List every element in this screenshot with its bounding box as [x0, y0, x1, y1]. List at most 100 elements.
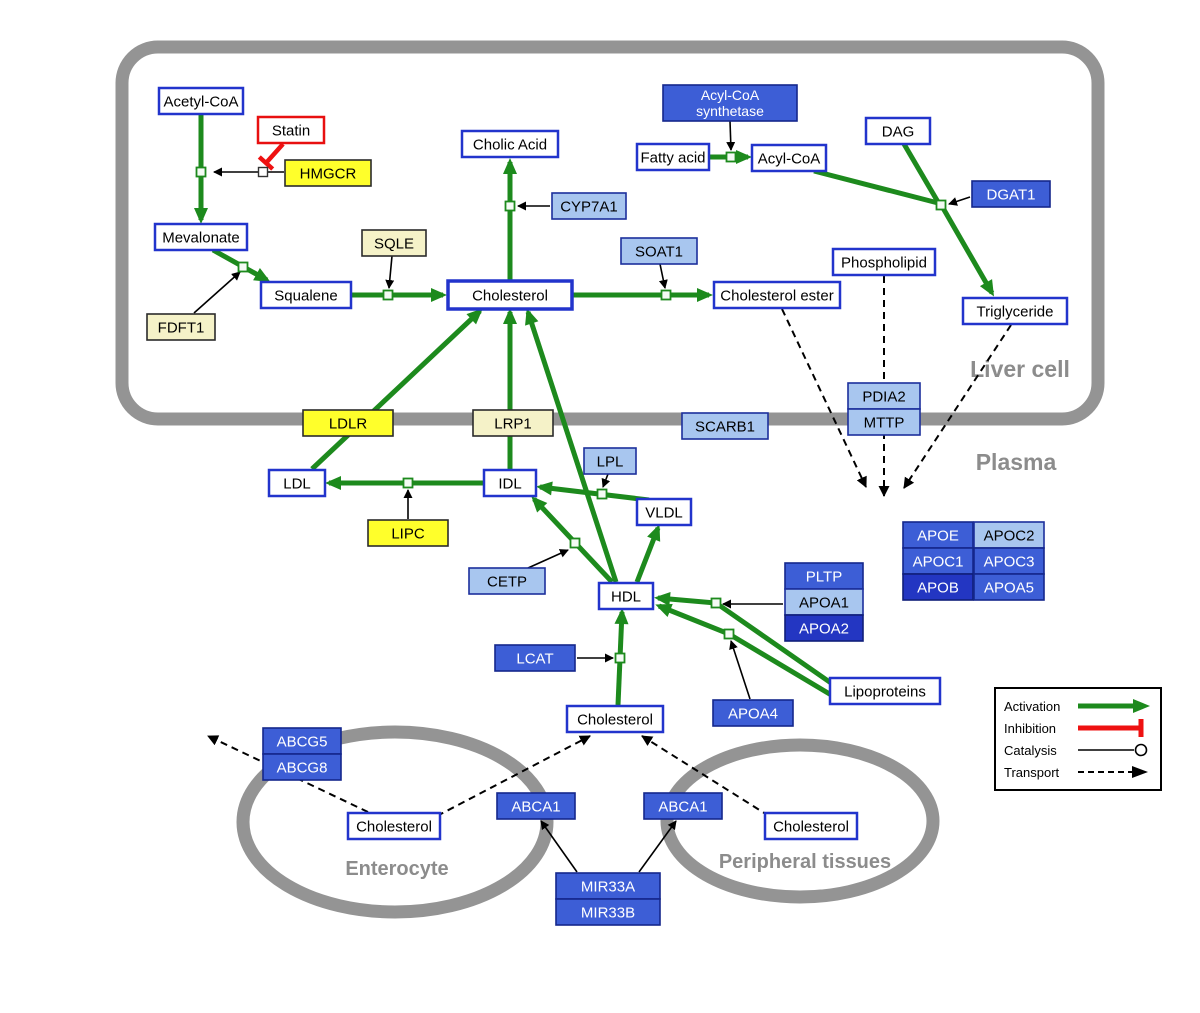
node-apoc1[interactable]: APOC1: [902, 547, 974, 575]
node-vldl[interactable]: VLDL: [635, 497, 693, 527]
node-apoa5-box[interactable]: [973, 573, 1045, 601]
node-mevalonate[interactable]: Mevalonate: [153, 222, 249, 252]
node-apob[interactable]: APOB: [902, 573, 974, 601]
node-statin[interactable]: Statin: [256, 115, 326, 145]
node-cyp7a1-box[interactable]: [551, 192, 627, 220]
node-apoc1-box[interactable]: [902, 547, 974, 575]
node-apoa4-box[interactable]: [712, 699, 794, 727]
node-apoa1[interactable]: APOA1: [784, 588, 864, 616]
node-mir33b[interactable]: MIR33B: [555, 898, 661, 926]
node-idl-box[interactable]: [482, 468, 538, 498]
node-fdft1-box[interactable]: [146, 313, 216, 341]
node-cetp[interactable]: CETP: [468, 567, 546, 595]
node-cholesterol-peripheral-box[interactable]: [763, 811, 859, 841]
node-lipc[interactable]: LIPC: [367, 519, 449, 547]
node-cholesterol-enterocyte-box[interactable]: [346, 811, 442, 841]
node-soat1[interactable]: SOAT1: [620, 237, 698, 265]
node-dag[interactable]: DAG: [864, 116, 932, 146]
node-apoa1-box[interactable]: [784, 588, 864, 616]
node-scarb1-box[interactable]: [681, 412, 769, 440]
node-fatty-acid-box[interactable]: [635, 142, 711, 172]
node-cholesterol-plasma[interactable]: Cholesterol: [565, 704, 665, 734]
node-pdia2[interactable]: PDIA2: [847, 382, 921, 410]
node-cholic-acid-box[interactable]: [460, 129, 560, 159]
node-hmgcr[interactable]: HMGCR: [284, 159, 372, 187]
node-apoa5[interactable]: APOA5: [973, 573, 1045, 601]
node-abca1-enterocyte[interactable]: ABCA1: [496, 792, 576, 820]
node-cholesterol-ester-box[interactable]: [712, 280, 842, 310]
node-triglyceride-box[interactable]: [961, 296, 1069, 326]
node-abca1-enterocyte-box[interactable]: [496, 792, 576, 820]
node-sqle[interactable]: SQLE: [361, 229, 427, 257]
node-abca1-peripheral[interactable]: ABCA1: [643, 792, 723, 820]
node-pdia2-box[interactable]: [847, 382, 921, 410]
node-fatty-acid[interactable]: Fatty acid: [635, 142, 711, 172]
node-apoe-box[interactable]: [902, 521, 974, 549]
node-apoe[interactable]: APOE: [902, 521, 974, 549]
node-apoa2[interactable]: APOA2: [784, 614, 864, 642]
node-acyl-coa-box[interactable]: [750, 143, 828, 173]
node-cetp-box[interactable]: [468, 567, 546, 595]
node-scarb1[interactable]: SCARB1: [681, 412, 769, 440]
node-lipoproteins[interactable]: Lipoproteins: [828, 676, 942, 706]
node-hmgcr-box[interactable]: [284, 159, 372, 187]
node-abcg5-box[interactable]: [262, 727, 342, 755]
node-squalene[interactable]: Squalene: [259, 280, 353, 310]
node-abcg8[interactable]: ABCG8: [262, 753, 342, 781]
node-ldlr-box[interactable]: [302, 409, 394, 437]
node-phospholipid[interactable]: Phospholipid: [831, 247, 937, 277]
node-lipc-box[interactable]: [367, 519, 449, 547]
node-lcat-box[interactable]: [494, 644, 576, 672]
node-fdft1[interactable]: FDFT1: [146, 313, 216, 341]
node-dag-box[interactable]: [864, 116, 932, 146]
node-lrp1-box[interactable]: [472, 409, 554, 437]
node-cholesterol-liver[interactable]: Cholesterol: [446, 279, 574, 311]
node-cholesterol-liver-box[interactable]: [446, 279, 574, 311]
node-squalene-box[interactable]: [259, 280, 353, 310]
node-soat1-box[interactable]: [620, 237, 698, 265]
node-ldl[interactable]: LDL: [267, 468, 327, 498]
node-lcat[interactable]: LCAT: [494, 644, 576, 672]
node-mir33b-box[interactable]: [555, 898, 661, 926]
node-apoa4[interactable]: APOA4: [712, 699, 794, 727]
node-cyp7a1[interactable]: CYP7A1: [551, 192, 627, 220]
node-ldlr[interactable]: LDLR: [302, 409, 394, 437]
node-cholesterol-ester[interactable]: Cholesterol ester: [712, 280, 842, 310]
node-cholesterol-peripheral[interactable]: Cholesterol: [763, 811, 859, 841]
node-apoa2-box[interactable]: [784, 614, 864, 642]
node-phospholipid-box[interactable]: [831, 247, 937, 277]
node-abcg5[interactable]: ABCG5: [262, 727, 342, 755]
node-apob-box[interactable]: [902, 573, 974, 601]
node-dgat1[interactable]: DGAT1: [971, 180, 1051, 208]
node-ldl-box[interactable]: [267, 468, 327, 498]
node-apoc2[interactable]: APOC2: [973, 521, 1045, 549]
node-lrp1[interactable]: LRP1: [472, 409, 554, 437]
node-mevalonate-box[interactable]: [153, 222, 249, 252]
node-sqle-box[interactable]: [361, 229, 427, 257]
node-acetyl-coa-box[interactable]: [157, 86, 245, 116]
node-lipoproteins-box[interactable]: [828, 676, 942, 706]
node-vldl-box[interactable]: [635, 497, 693, 527]
node-lpl[interactable]: LPL: [583, 447, 637, 475]
node-cholic-acid[interactable]: Cholic Acid: [460, 129, 560, 159]
node-acyl-coa-synthetase-box[interactable]: [662, 84, 798, 122]
node-cholesterol-enterocyte[interactable]: Cholesterol: [346, 811, 442, 841]
node-abca1-peripheral-box[interactable]: [643, 792, 723, 820]
node-hdl-box[interactable]: [597, 581, 655, 611]
node-mttp[interactable]: MTTP: [847, 408, 921, 436]
node-acyl-coa[interactable]: Acyl-CoA: [750, 143, 828, 173]
node-apoc3[interactable]: APOC3: [973, 547, 1045, 575]
node-hdl[interactable]: HDL: [597, 581, 655, 611]
node-abcg8-box[interactable]: [262, 753, 342, 781]
node-statin-box[interactable]: [256, 115, 326, 145]
node-dgat1-box[interactable]: [971, 180, 1051, 208]
node-lpl-box[interactable]: [583, 447, 637, 475]
node-triglyceride[interactable]: Triglyceride: [961, 296, 1069, 326]
node-mir33a[interactable]: MIR33A: [555, 872, 661, 900]
node-cholesterol-plasma-box[interactable]: [565, 704, 665, 734]
node-idl[interactable]: IDL: [482, 468, 538, 498]
node-pltp[interactable]: PLTP: [784, 562, 864, 590]
node-apoc3-box[interactable]: [973, 547, 1045, 575]
node-acetyl-coa[interactable]: Acetyl-CoA: [157, 86, 245, 116]
